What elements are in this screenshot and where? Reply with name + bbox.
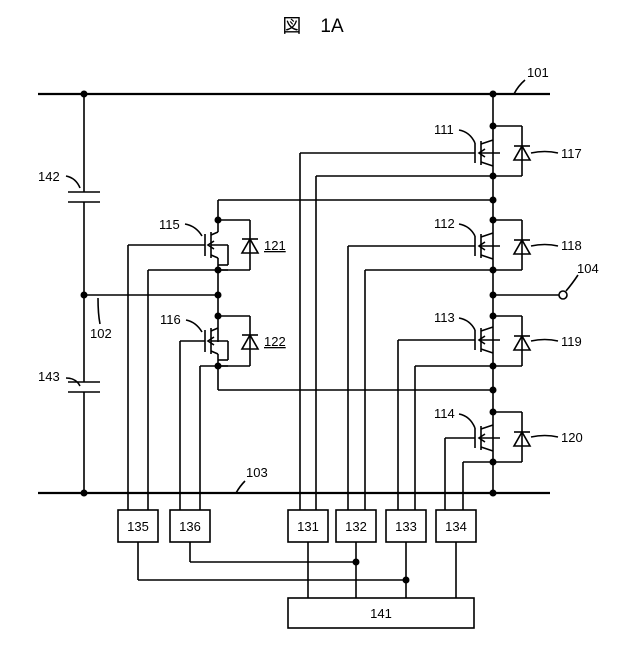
label-120: 120 [561, 430, 583, 445]
diode-118 [493, 220, 530, 270]
label-119: 119 [561, 334, 582, 349]
driver-133: 133 [386, 510, 426, 542]
driver-132: 132 [336, 510, 376, 542]
driver-132-label: 132 [345, 519, 367, 534]
label-117: 117 [561, 146, 582, 161]
controller-141: 141 [288, 598, 474, 628]
output-terminal [559, 291, 567, 299]
switch-112 [348, 233, 500, 259]
driver-134-label: 134 [445, 519, 467, 534]
driver-134: 134 [436, 510, 476, 542]
label-103: 103 [246, 465, 268, 480]
label-115: 115 [159, 217, 180, 232]
label-111: 111 [434, 122, 454, 137]
label-143: 143 [38, 369, 60, 384]
label-118: 118 [561, 238, 582, 253]
switch-113 [398, 327, 500, 353]
label-121: 121 [264, 238, 286, 253]
driver-131-label: 131 [297, 519, 319, 534]
driver-136-label: 136 [179, 519, 201, 534]
switch-116 [180, 328, 228, 390]
controller-141-label: 141 [370, 606, 392, 621]
switch-115 [128, 232, 228, 265]
label-102: 102 [90, 326, 112, 341]
driver-133-label: 133 [395, 519, 417, 534]
controller-wiring [138, 542, 456, 598]
diode-117 [493, 126, 530, 176]
label-116: 116 [160, 312, 181, 327]
figure-title: 図 1A [282, 16, 344, 37]
label-101: 101 [527, 65, 549, 80]
switch-111 [300, 140, 500, 166]
capacitor-stack [66, 91, 100, 497]
driver-135-label: 135 [127, 519, 149, 534]
gate-wiring [128, 153, 463, 510]
switch-114 [445, 425, 500, 451]
driver-131: 131 [288, 510, 328, 542]
label-142: 142 [38, 169, 60, 184]
driver-135: 135 [118, 510, 158, 542]
label-122: 122 [264, 334, 286, 349]
label-112: 112 [434, 216, 455, 231]
label-114: 114 [434, 406, 455, 421]
label-104: 104 [577, 261, 599, 276]
label-113: 113 [434, 310, 455, 325]
driver-136: 136 [170, 510, 210, 542]
diode-119 [493, 316, 530, 366]
diode-120 [493, 412, 530, 462]
